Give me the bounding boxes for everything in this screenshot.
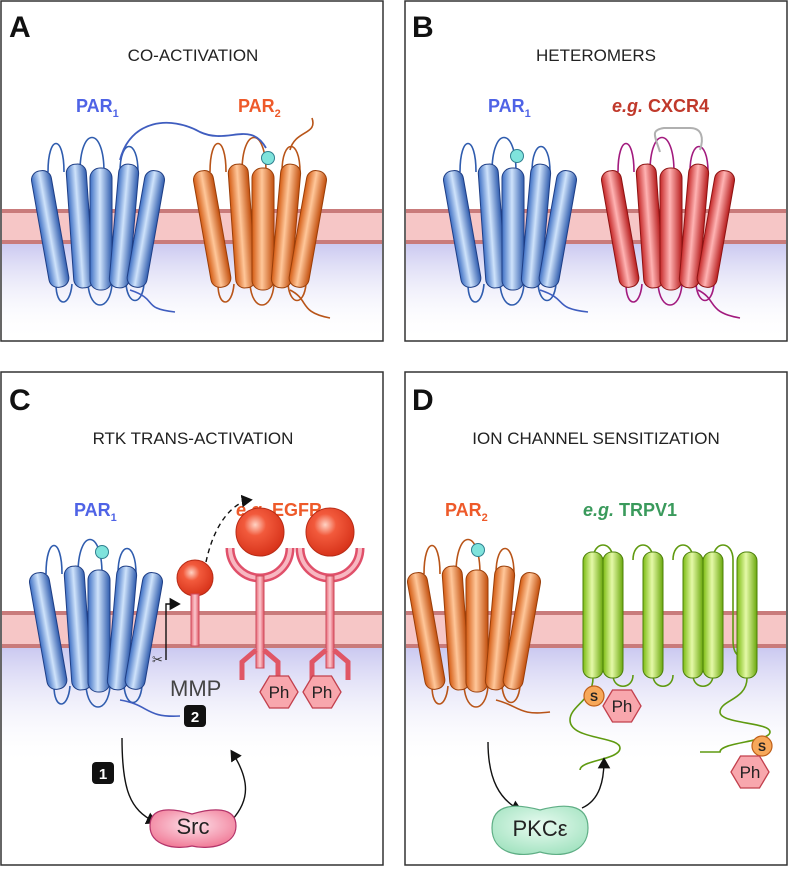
ph-label-2: Ph: [312, 683, 333, 702]
panel-c-title: RTK TRANS-ACTIVATION: [93, 429, 294, 448]
par2-c-tail-d: [495, 699, 551, 714]
scissors-icon: ✂: [152, 652, 163, 667]
ligand-dot: [261, 151, 275, 165]
par1-c-tail: [129, 289, 176, 313]
panel-a-label: A: [9, 11, 31, 44]
panel-a-receptor2-label: PAR2: [238, 96, 281, 120]
s-label-2: S: [758, 740, 766, 754]
panel-d-label: D: [412, 384, 434, 417]
ph-label-d2: Ph: [740, 763, 761, 782]
panel-c-receptor1-label: PAR1: [74, 500, 117, 524]
panel-b: B HETEROMERS PAR1 e.g. CXCR4: [404, 0, 788, 342]
step1-badge: [92, 762, 114, 784]
tethered-ligand-loop: [119, 121, 267, 161]
panel-c: C RTK TRANS-ACTIVATION PAR1 e.g. EGFR ✂ …: [0, 371, 384, 866]
src-kinase: [149, 809, 237, 848]
panel-a-receptor1-label: PAR1: [76, 96, 119, 120]
panel-d-receptor2-label: e.g. TRPV1: [583, 500, 677, 520]
par2-c-tail: [289, 289, 331, 319]
ligand-dot-b: [510, 149, 524, 163]
ph-label-d1: Ph: [612, 697, 633, 716]
panel-d-receptor1-label: PAR2: [445, 500, 488, 524]
step2-badge: [184, 705, 206, 727]
phospho-site-1: [583, 685, 605, 707]
shedding-arrow: [165, 597, 181, 660]
panel-d-title: ION CHANNEL SENSITIZATION: [472, 429, 719, 448]
ligand-dot-c: [95, 545, 109, 559]
par1-c-tail-b: [539, 289, 589, 313]
panel-a: A CO-ACTIVATION PAR1 PAR2: [0, 0, 384, 342]
panel-c-label: C: [9, 384, 31, 417]
panel-b-receptor1-label: PAR1: [488, 96, 531, 120]
src-label: Src: [177, 814, 210, 839]
panel-b-title: HETEROMERS: [536, 46, 656, 65]
pkc-epsilon-kinase: [491, 805, 589, 855]
trpv1-channel: [569, 544, 771, 771]
pkc-label: PKCε: [512, 816, 567, 841]
ligand-release-arrow: [205, 494, 253, 563]
cxcr4-c-tail: [697, 289, 741, 319]
ph-label-1: Ph: [269, 683, 290, 702]
step2-label: 2: [191, 709, 199, 726]
panel-b-receptor2-label: e.g. CXCR4: [612, 96, 709, 116]
phosphorylation-arrow: [581, 757, 611, 809]
step1-label: 1: [99, 766, 107, 783]
par2-n-terminus: [289, 117, 314, 151]
panel-d: D ION CHANNEL SENSITIZATION PAR2 e.g. TR…: [404, 371, 788, 866]
panel-b-label: B: [412, 11, 434, 44]
s-label-1: S: [590, 690, 598, 704]
step2-arrow: [230, 749, 247, 821]
phospho-site-2: [751, 735, 773, 757]
step1-arrow: [121, 737, 158, 825]
par1-c-tail-c: [119, 699, 181, 717]
ligand-dot-d: [471, 543, 485, 557]
panel-a-title: CO-ACTIVATION: [128, 46, 259, 65]
cxcr4-n-terminus: [653, 127, 703, 153]
mmp-enzyme: [176, 559, 214, 647]
mmp-label: MMP: [170, 676, 221, 701]
